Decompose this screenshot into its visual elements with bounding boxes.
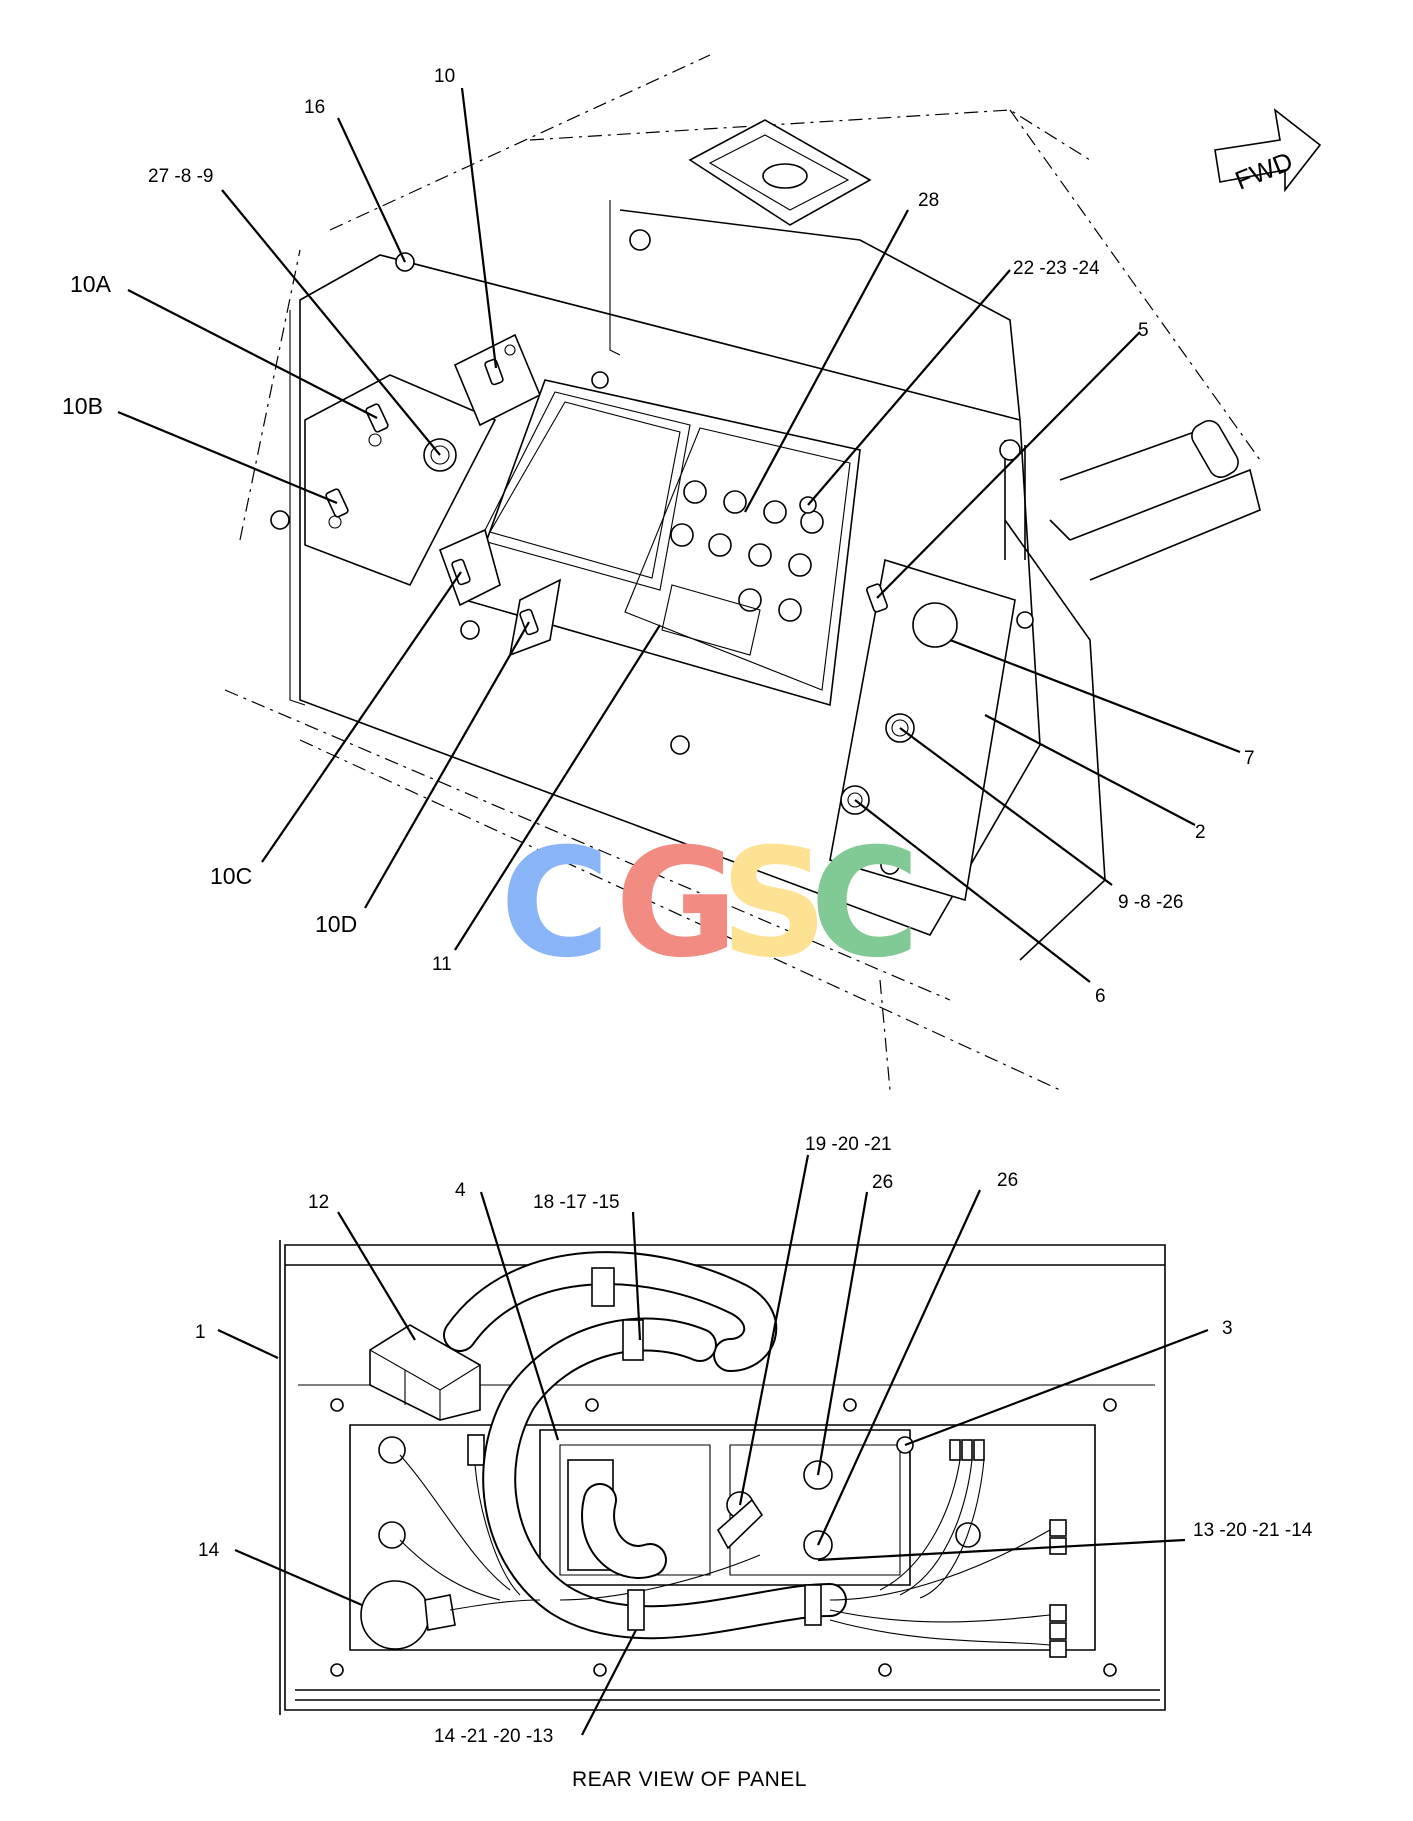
watermark-letter-1: C [500, 817, 610, 991]
callout-26-right: 26 [997, 1170, 1018, 1191]
wire-harness [399, 1251, 1051, 1646]
callout-9-8-26: 9 -8 -26 [1118, 892, 1183, 913]
callout-22-23-24: 22 -23 -24 [1013, 258, 1100, 279]
callout-10B: 10B [62, 393, 103, 419]
knob-7 [912, 602, 958, 648]
callout-10A: 10A [70, 271, 112, 297]
display-panel [463, 371, 861, 755]
callout-1: 1 [195, 1322, 206, 1343]
callout-labels: 10 16 27 -8 -9 10A 10B 28 22 -23 -24 5 7… [62, 66, 1313, 1747]
callout-28: 28 [918, 190, 939, 211]
callout-14-21-20-13: 14 -21 -20 -13 [434, 1726, 553, 1747]
watermark-letter-2: G [615, 817, 738, 991]
callout-26-left: 26 [872, 1172, 893, 1193]
top-switch-panel [453, 333, 542, 427]
left-switch-panel [270, 252, 497, 587]
callout-11: 11 [432, 954, 452, 975]
fwd-direction-arrow: FWD [1214, 108, 1322, 196]
callout-16: 16 [304, 97, 325, 118]
watermark-letter-3: S [720, 817, 828, 991]
console-isometric-view [224, 54, 1261, 1091]
watermark: C G S C [500, 817, 920, 991]
callout-6: 6 [1095, 986, 1106, 1007]
callout-18-17-15: 18 -17 -15 [533, 1192, 620, 1213]
callout-10C: 10C [210, 863, 252, 889]
callout-7: 7 [1244, 748, 1255, 769]
watermark-letter-4: C [810, 817, 920, 991]
callout-13-20-21-14: 13 -20 -21 -14 [1193, 1520, 1313, 1541]
callout-19-20-21: 19 -20 -21 [805, 1134, 892, 1155]
callout-3: 3 [1222, 1318, 1233, 1339]
leader-lines [117, 87, 1241, 1736]
callout-14: 14 [198, 1540, 220, 1561]
callout-5: 5 [1138, 320, 1149, 341]
lower-switch-panels [438, 528, 562, 657]
callout-27-8-9: 27 -8 -9 [148, 166, 213, 187]
figure-caption: REAR VIEW OF PANEL [572, 1768, 807, 1791]
callout-12: 12 [308, 1192, 329, 1213]
callout-10D: 10D [315, 911, 357, 937]
callout-4: 4 [455, 1180, 466, 1201]
callout-2: 2 [1195, 822, 1206, 843]
callout-10: 10 [434, 66, 455, 87]
